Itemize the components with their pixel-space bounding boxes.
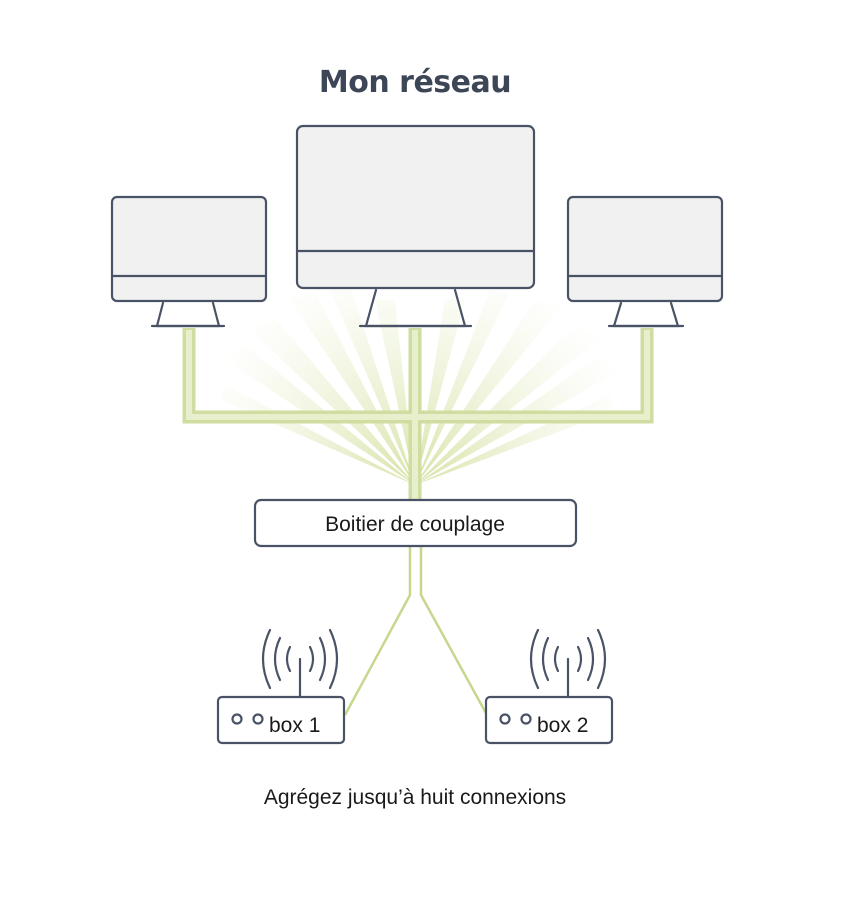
router-label: box 1 [269,714,320,737]
router-icon: box 2 [484,628,614,745]
coupling-box: Boitier de couplage [253,498,578,548]
wifi-signal-icon [261,628,339,699]
monitor-icon [295,124,536,328]
router-label: box 2 [537,714,588,737]
router-cables [343,546,489,716]
router-icon: box 1 [216,628,346,745]
diagram-title: Mon réseau [319,65,511,100]
monitor-cables [182,328,654,500]
coupling-box-label: Boitier de couplage [325,513,505,536]
monitor-icon [566,195,724,328]
glow-rays [220,286,618,485]
diagram-caption: Agrégez jusqu’à huit connexions [264,786,566,809]
wifi-signal-icon [529,628,607,699]
monitor-icon [110,195,268,328]
